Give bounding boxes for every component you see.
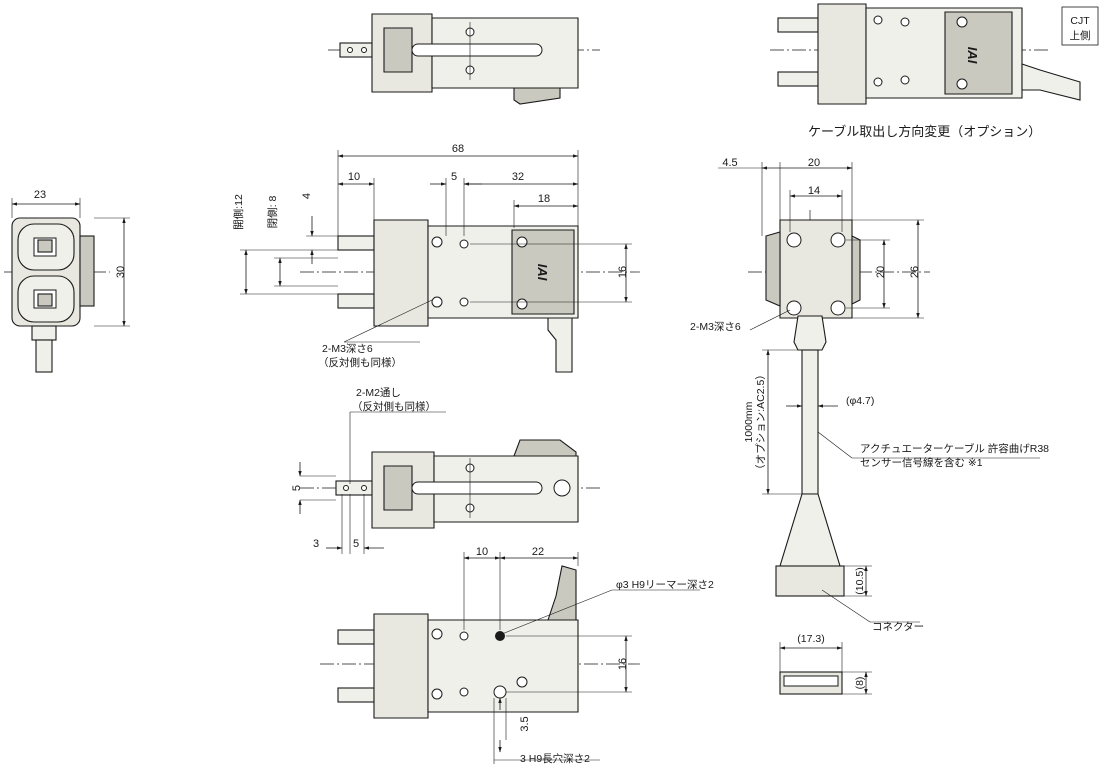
front-view [4, 198, 130, 373]
main-side-view: IAI [240, 150, 640, 373]
pin-reamer-view [320, 552, 700, 764]
cjt-note-line2: 上側 [1070, 29, 1091, 42]
dim-10-5: (10.5) [854, 567, 866, 594]
label-slot: 3 H9長穴深さ2 [520, 752, 590, 765]
dim-3-5: 3.5 [519, 716, 531, 731]
dim-16-pin: 16 [617, 658, 629, 670]
dim-20-height: 20 [875, 266, 887, 278]
dim-10-pin: 10 [476, 546, 488, 558]
bottom-view-gripper [298, 411, 600, 554]
cjt-note-box: CJT 上側 [1061, 6, 1099, 46]
dim-18: 18 [538, 193, 550, 205]
label-connector: コネクター [872, 621, 924, 633]
dim-8: (8) [854, 677, 866, 690]
dim-phi-4-7: (φ4.7) [846, 395, 874, 407]
dim-open-side-12: 開側:12 [232, 194, 245, 230]
dim-5-vertical: 5 [291, 485, 303, 491]
dim-4-5: 4.5 [722, 157, 737, 169]
dim-front-width: 23 [34, 189, 46, 201]
label-cable-desc-1: アクチュエーターケーブル 許容曲げR38 [860, 442, 1049, 455]
label-reamer: φ3 H9リーマー深さ2 [616, 579, 714, 591]
dim-22: 22 [532, 546, 544, 558]
dim-16-main: 16 [617, 266, 629, 278]
dim-3: 3 [313, 538, 319, 550]
dim-17-3: (17.3) [797, 633, 824, 645]
dim-5-top: 5 [451, 171, 457, 183]
label-m3-side: 2-M3深さ6 [690, 321, 741, 333]
cable-option-title: ケーブル取出し方向変更（オプション） [808, 124, 1041, 139]
label-cable-length: 1000mm [743, 401, 755, 442]
cable-option-side-view [718, 162, 1040, 695]
cable-option-top-view: IAI [770, 3, 1081, 105]
label-m2-opposite: （反対側も同様） [352, 400, 436, 413]
dim-4: 4 [301, 193, 313, 199]
iai-logo-side: IAI [535, 264, 550, 281]
cjt-note-line1: CJT [1070, 15, 1090, 27]
dim-overall-68: 68 [452, 143, 464, 155]
dim-32: 32 [512, 171, 524, 183]
dim-14: 14 [808, 185, 820, 197]
label-m2-thru: 2-M2通し [356, 387, 401, 399]
top-view-gripper [328, 13, 600, 105]
label-cable-option: （オプション:AC2.5） [755, 369, 767, 475]
iai-logo-top: IAI [965, 47, 980, 64]
dim-10-top: 10 [348, 171, 360, 183]
dim-5-horizontal: 5 [353, 538, 359, 550]
dim-front-height: 30 [115, 266, 127, 278]
label-cable-desc-2: センサー信号線を含む ※1 [860, 456, 983, 469]
label-m3-depth6: 2-M3深さ6 [322, 343, 373, 355]
label-m3-opposite: （反対側も同様） [318, 356, 402, 369]
dim-20-width: 20 [808, 157, 820, 169]
dim-close-side-8: 閉側: 8 [266, 196, 279, 229]
dim-26: 26 [909, 266, 921, 278]
